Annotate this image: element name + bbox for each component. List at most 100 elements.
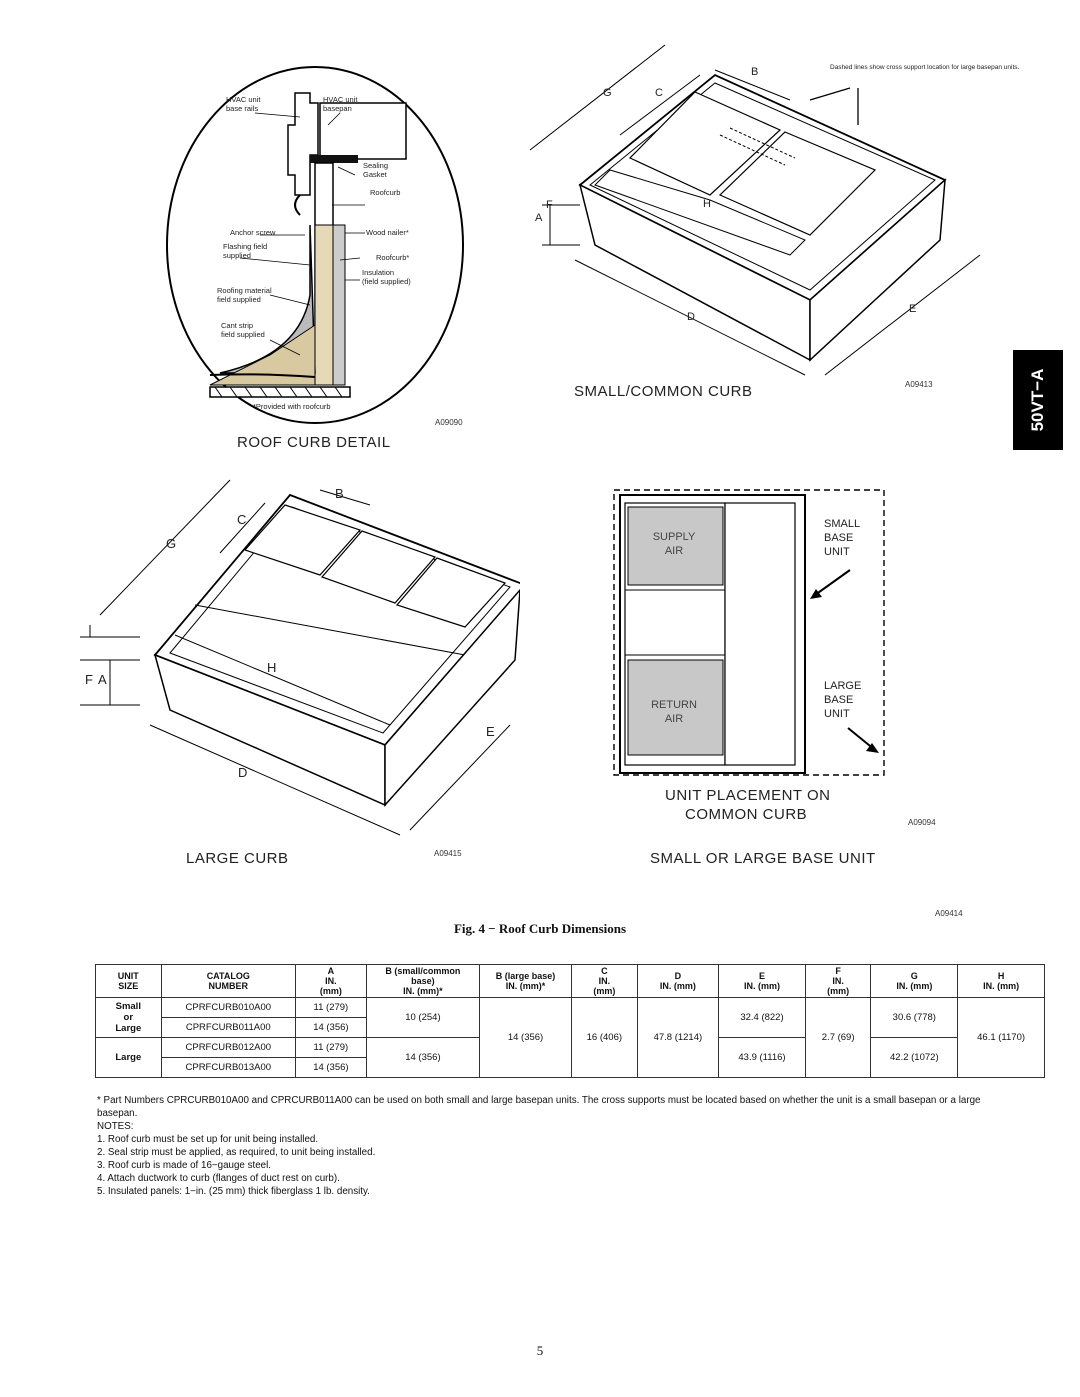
label-hvac-basepan: HVAC unit basepan (323, 95, 358, 113)
table-row: Small or Large CPRFCURB010A00 11 (279) 1… (95, 997, 1045, 1078)
large-curb-dim-c: C (237, 512, 247, 527)
small-curb-dim-g: G (603, 87, 612, 99)
cell-unit-large: Large (95, 1037, 162, 1078)
unit-placement-code: A09094 (908, 818, 936, 827)
notes-section: * Part Numbers CPRCURB010A00 and CPRCURB… (97, 1094, 997, 1198)
cell-a: 14 (356) (294, 1017, 367, 1038)
cell-catalog: CPRFCURB013A00 (160, 1057, 296, 1078)
header-g: G IN. (mm) (870, 964, 959, 998)
page-number: 5 (536, 1343, 544, 1358)
header-unit-size: UNIT SIZE (95, 964, 162, 998)
roof-curb-detail-drawing (166, 66, 464, 424)
table-row: CPRFCURB013A00 14 (356) (96, 1057, 1045, 1078)
roof-curb-detail-code: A09090 (435, 418, 463, 427)
large-curb-dim-f: F (85, 672, 93, 687)
table-row: CPRFCURB011A00 14 (356) (96, 1017, 1045, 1038)
large-curb-dim-g: G (166, 536, 177, 551)
unit-placement-drawing (613, 489, 885, 776)
label-roofcurb: Roofcurb (370, 188, 401, 197)
cell-unit-small-or-large: Small or Large (95, 997, 162, 1038)
header-h: H IN. (mm) (957, 964, 1045, 998)
note-item: 3. Roof curb is made of 16−gauge steel. (97, 1160, 272, 1171)
cell-b-small: 10 (254) (365, 997, 481, 1038)
large-curb-code: A09415 (434, 849, 462, 858)
supply-air-label: SUPPLY AIR (652, 531, 696, 557)
cell-b-large: 14 (356) (479, 997, 573, 1078)
small-curb-dim-e: E (909, 303, 917, 315)
small-curb-title: SMALL/COMMON CURB (574, 383, 753, 400)
cell-g: 42.2 (1072) (870, 1037, 959, 1078)
table-row: Large CPRFCURB012A00 11 (279) 14 (356) 4… (95, 1037, 1045, 1078)
unit-small: Small (115, 1001, 141, 1012)
figure-code: A09414 (935, 909, 963, 918)
cell-c: 16 (406) (571, 997, 638, 1078)
cell-catalog: CPRFCURB012A00 (160, 1037, 296, 1058)
large-curb-dim-a: A (98, 672, 107, 687)
label-hvac-base-rails: HVAC unit base rails (226, 95, 261, 113)
cell-e: 32.4 (822) (718, 997, 806, 1038)
label-provided-with-roofcurb: *Provided with roofcurb (253, 402, 331, 411)
note-item: 5. Insulated panels: 1−in. (25 mm) thick… (97, 1186, 370, 1197)
small-curb-note: Dashed lines show cross support location… (830, 64, 1020, 71)
large-curb-dim-e: E (486, 724, 495, 739)
small-curb-code: A09413 (905, 380, 933, 389)
roof-curb-dimensions-table: UNIT SIZE CATALOG NUMBER A IN. (mm) B (s… (95, 964, 1045, 1078)
note-item: 1. Roof curb must be set up for unit bei… (97, 1134, 319, 1145)
small-curb-dim-b: B (751, 66, 759, 78)
cell-h: 46.1 (1170) (957, 997, 1045, 1078)
label-cant-strip: Cant strip field supplied (221, 321, 265, 339)
header-catalog: CATALOG NUMBER (160, 964, 296, 998)
table-header-row: UNIT SIZE CATALOG NUMBER A IN. (mm) B (s… (95, 964, 1045, 998)
large-curb-title: LARGE CURB (186, 850, 289, 867)
header-f: F IN. (mm) (804, 964, 872, 998)
small-curb-dim-c: C (655, 87, 663, 99)
header-b-large: B (large base) IN. (mm)* (479, 964, 573, 998)
note-item: 2. Seal strip must be applied, as requir… (97, 1147, 376, 1158)
small-curb-dim-f: F (546, 199, 553, 211)
large-curb-dim-b: B (335, 486, 344, 501)
small-curb-dim-a: A (535, 212, 543, 224)
cell-g: 30.6 (778) (870, 997, 959, 1038)
cell-a: 11 (279) (294, 1037, 367, 1058)
roof-curb-detail-title: ROOF CURB DETAIL (237, 434, 391, 451)
return-air-label: RETURN AIR (651, 699, 697, 725)
unit-placement-title-2: COMMON CURB (685, 806, 808, 823)
small-curb-dim-d: D (687, 311, 695, 323)
small-base-unit-label: SMALL BASE UNIT (824, 518, 861, 558)
label-anchor-screw: Anchor screw (230, 228, 276, 237)
cell-a: 14 (356) (294, 1057, 367, 1078)
small-common-curb-drawing (529, 44, 981, 376)
header-e: E IN. (mm) (718, 964, 806, 998)
label-roofcurb-star: Roofcurb* (376, 253, 410, 262)
cell-a: 11 (279) (294, 997, 367, 1018)
label-flashing: Flashing field supplied (223, 242, 268, 260)
large-curb-drawing (80, 479, 520, 836)
section-tab: 50VT−A (1013, 350, 1063, 450)
header-b-small: B (small/common base) IN. (mm)* (365, 964, 481, 998)
cell-b-small: 14 (356) (365, 1037, 481, 1078)
notes-title: NOTES: (97, 1121, 134, 1132)
footnote: * Part Numbers CPRCURB010A00 and CPRCURB… (97, 1095, 981, 1119)
unit-large: Large (115, 1023, 142, 1034)
cell-catalog: CPRFCURB011A00 (160, 1017, 296, 1038)
unit-or: or (123, 1012, 134, 1023)
label-insulation: Insulation (field supplied) (362, 268, 411, 286)
label-roofing-material: Roofing material field supplied (217, 286, 272, 304)
header-c: C IN. (mm) (571, 964, 638, 998)
note-item: 4. Attach ductwork to curb (flanges of d… (97, 1173, 340, 1184)
large-base-unit-label: LARGE BASE UNIT (824, 680, 862, 720)
large-curb-dim-h: H (267, 660, 277, 675)
cell-catalog: CPRFCURB010A00 (160, 997, 296, 1018)
cell-e: 43.9 (1116) (718, 1037, 806, 1078)
unit-placement-title-1: UNIT PLACEMENT ON (665, 787, 831, 804)
figure-caption: Fig. 4 − Roof Curb Dimensions (453, 921, 627, 936)
label-sealing-gasket: Sealing Gasket (363, 161, 389, 179)
section-tab-label: 50VT−A (1028, 368, 1047, 432)
header-a: A IN. (mm) (294, 964, 367, 998)
cell-f: 2.7 (69) (804, 997, 872, 1078)
cell-d: 47.8 (1214) (636, 997, 720, 1078)
label-wood-nailer: Wood nailer* (366, 228, 409, 237)
small-curb-dim-h: H (703, 198, 711, 210)
unit-placement-subtitle: SMALL OR LARGE BASE UNIT (650, 850, 876, 867)
large-curb-dim-d: D (238, 765, 248, 780)
